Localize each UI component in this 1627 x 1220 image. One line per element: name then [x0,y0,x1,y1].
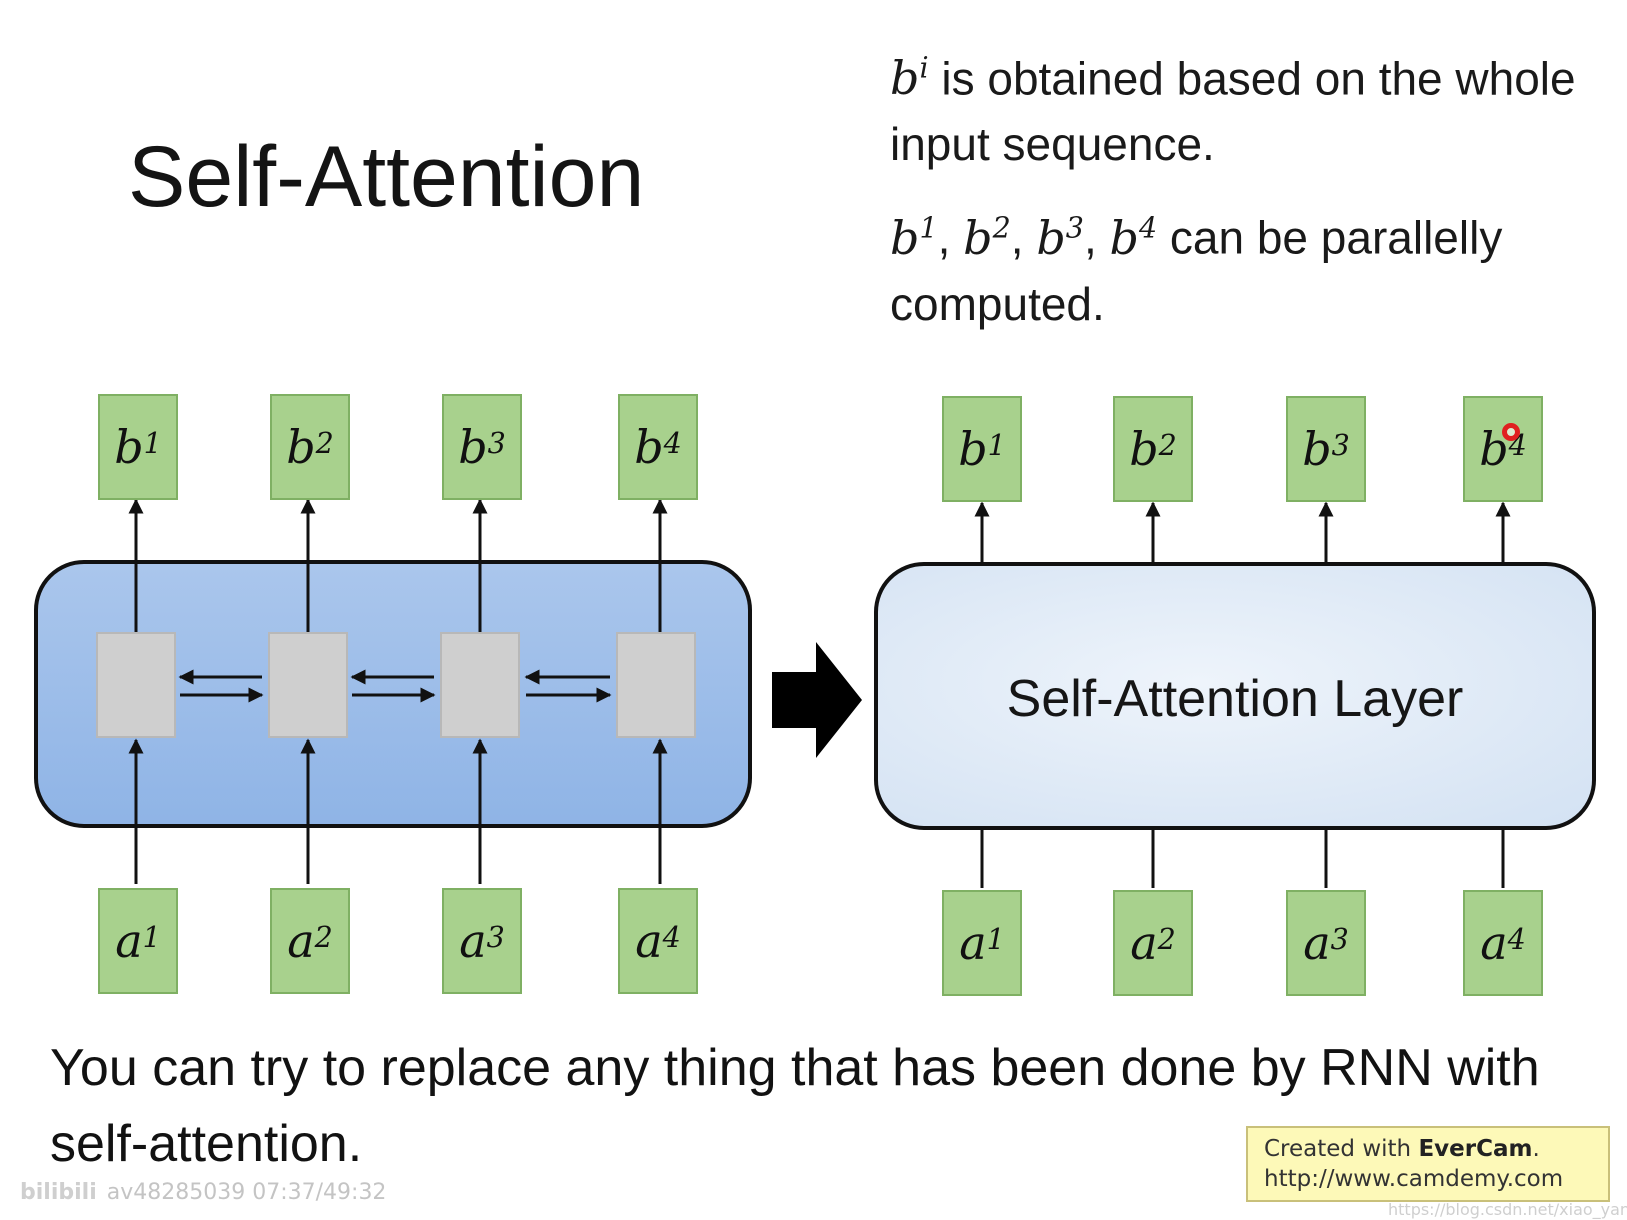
note-1: bi is obtained based on the whole input … [890,51,1576,171]
note-2-var-1: b1 [890,210,938,265]
bilibili-logo-icon: bilibili [20,1180,97,1205]
rnn-cell-4 [616,632,696,738]
note-2-var-2: b2 [963,210,1011,265]
note-2-var-3: b3 [1036,210,1084,265]
rnn-cell-1 [96,632,176,738]
pointer-cursor-icon [1502,423,1520,441]
rnn-cell-3 [440,632,520,738]
slide-title: Self-Attention [128,129,645,225]
blog-watermark: https://blog.csdn.net/xiao_yanling [1388,1200,1627,1219]
rnn-cell-2 [268,632,348,738]
evercam-url: http://www.camdemy.com [1264,1166,1564,1192]
footer-text: You can try to replace any thing that ha… [50,1039,1540,1173]
transition-arrow [772,642,862,758]
self-attention-layer: Self-Attention Layer [874,562,1596,830]
self-attention-layer-label: Self-Attention Layer [1006,670,1464,728]
note-1-var: bi [890,51,929,106]
evercam-line-1: Created with EverCam. [1264,1136,1540,1162]
video-timestamp: av48285039 07:37/49:32 [106,1180,387,1205]
evercam-badge: Created with EverCam. http://www.camdemy… [1246,1126,1610,1202]
note-2: b1, b2, b3, b4 can be parallelly compute… [890,210,1503,330]
notes: bi is obtained based on the whole input … [890,36,1590,355]
video-watermark: bilibili av48285039 07:37/49:32 [20,1180,386,1205]
note-2-var-4: b4 [1109,210,1158,265]
